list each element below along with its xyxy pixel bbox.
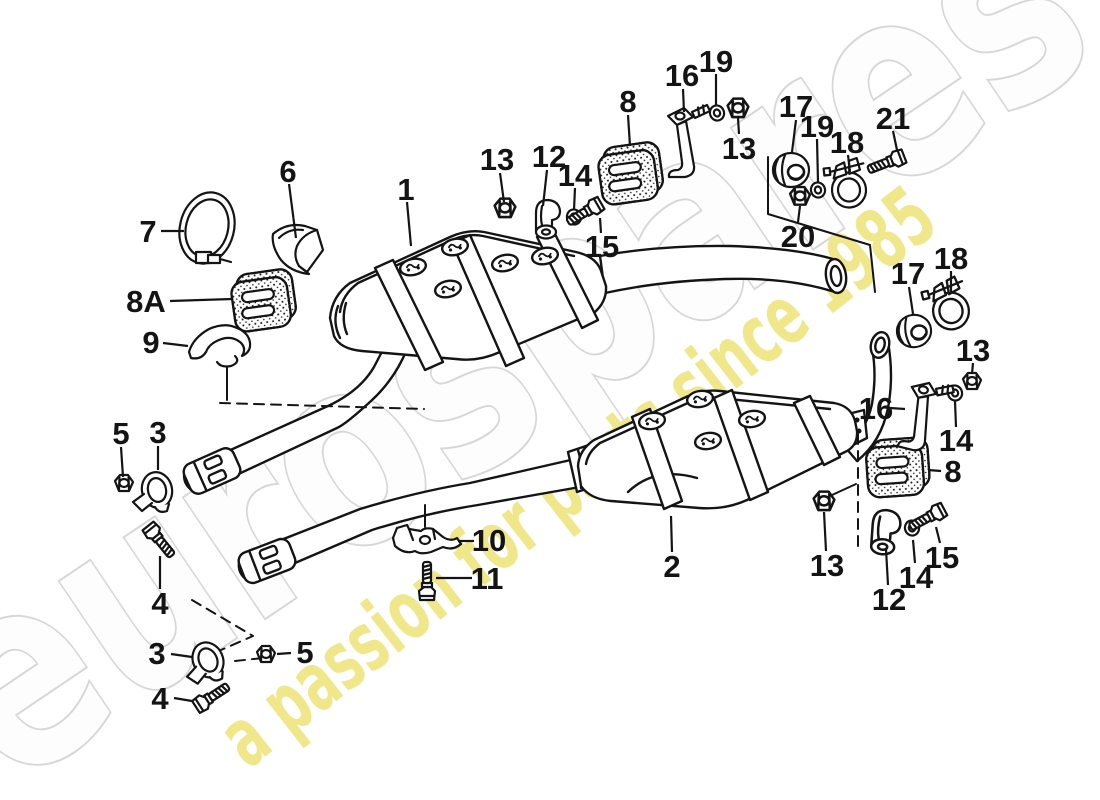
part-label-13b: 13: [722, 131, 756, 166]
part-label-13d: 13: [810, 548, 844, 583]
part-label-16a: 16: [665, 58, 699, 93]
part-label-3a: 3: [149, 415, 166, 450]
leader-line-19b: [815, 138, 820, 183]
leader-line-2: [669, 515, 674, 553]
leader-line-16a: [681, 88, 686, 113]
leader-line-6: [287, 183, 298, 239]
part-label-21: 21: [876, 101, 910, 136]
leader-line-5b: [276, 651, 292, 656]
rubber-mount-8-top-drawing: [594, 139, 667, 208]
part-label-15a: 15: [585, 229, 619, 264]
part-label-16b: 16: [859, 391, 893, 426]
nut-13-right-drawing: [961, 371, 983, 391]
leader-line-8b: [927, 468, 942, 473]
clamp-ring-7-drawing: [178, 191, 236, 265]
leader-line-14c: [911, 539, 917, 564]
hardware-parts: [113, 97, 983, 715]
leader-line-17b: [907, 286, 915, 315]
part-label-18a: 18: [830, 125, 864, 160]
leader-line-21: [891, 130, 899, 151]
nut-13-upper-drawing: [726, 97, 750, 119]
leader-line-12b: [884, 548, 890, 586]
bolt-15-lower-drawing: [905, 500, 949, 536]
clip-9-drawing: [187, 324, 252, 368]
leader-line-15a: [598, 217, 603, 234]
leader-line-17a: [790, 119, 798, 153]
leader-line-9: [162, 341, 189, 348]
part-label-12a: 12: [532, 139, 566, 174]
part-label-1: 1: [397, 172, 414, 207]
part-label-12b: 12: [872, 582, 906, 617]
leader-line-8A: [169, 297, 233, 303]
connecting-pipe-drawing: [598, 244, 848, 295]
part-label-18b: 18: [934, 241, 968, 276]
silencer-1-drawing: [328, 228, 608, 372]
grommet-17-top-drawing: [771, 151, 811, 189]
nut-13-lower-drawing: [812, 490, 836, 512]
silencer-2-drawing: [576, 387, 869, 511]
part-label-5b: 5: [296, 635, 313, 670]
part-label-8a: 8: [619, 84, 636, 119]
nut-5-upper-drawing: [113, 473, 135, 493]
part-label-14b: 14: [939, 423, 974, 458]
leader-line-13c: [970, 362, 975, 375]
grommet-17-right-drawing: [893, 311, 935, 351]
part-label-15b: 15: [925, 540, 959, 575]
part-label-10: 10: [472, 523, 506, 558]
leader-line-14a: [572, 187, 577, 211]
part-label-14a: 14: [558, 158, 593, 193]
leader-line-13d: [822, 511, 828, 552]
nut-20-kit-drawing: [788, 185, 812, 206]
rubber-mount-8A-drawing: [227, 266, 300, 335]
part-label-8A: 8A: [126, 284, 166, 319]
front-pipe-1-drawing: [177, 338, 409, 499]
part-label-11: 11: [471, 561, 504, 596]
leader-line-12a: [541, 169, 549, 207]
part-label-4a: 4: [151, 586, 169, 621]
nut-5-lower-drawing: [255, 644, 277, 664]
saddle-bracket-10-drawing: [391, 523, 463, 555]
deflector-6-drawing: [271, 223, 325, 276]
part-label-13a: 13: [480, 142, 514, 177]
part-label-2: 2: [663, 549, 680, 584]
part-label-20: 20: [781, 219, 815, 254]
leader-line-8a: [626, 114, 632, 147]
leader-line-15b: [934, 526, 942, 544]
part-label-4b: 4: [151, 681, 169, 716]
bracket-12-lower-drawing: [869, 507, 903, 557]
part-label-3b: 3: [148, 636, 165, 671]
part-label-5a: 5: [112, 416, 129, 451]
part-label-7: 7: [139, 214, 156, 249]
leader-line-20: [796, 205, 802, 223]
leader-line-14b: [953, 400, 958, 428]
leader-line-1: [405, 201, 413, 247]
part-label-19a: 19: [699, 44, 733, 79]
part-label-19b: 19: [800, 109, 834, 144]
leader-line-18a: [846, 154, 852, 173]
leader-line-4b: [173, 696, 193, 703]
part-label-9: 9: [142, 325, 159, 360]
tail-pipe-2-drawing: [843, 330, 893, 463]
leader-line-16b: [889, 406, 906, 411]
part-label-17b: 17: [891, 256, 925, 291]
part-label-8b: 8: [944, 454, 961, 489]
leader-line-13a: [498, 172, 506, 203]
part-label-6: 6: [279, 154, 296, 189]
leader-line-3b: [170, 652, 193, 659]
bracket-12-top-drawing: [534, 198, 562, 240]
part-label-17a: 17: [779, 89, 813, 124]
leader-line-5a: [119, 446, 125, 478]
leader-line-13b: [736, 117, 741, 135]
reference-lines: [191, 156, 876, 662]
part-label-13c: 13: [956, 333, 990, 368]
part-label-14c: 14: [899, 560, 934, 595]
